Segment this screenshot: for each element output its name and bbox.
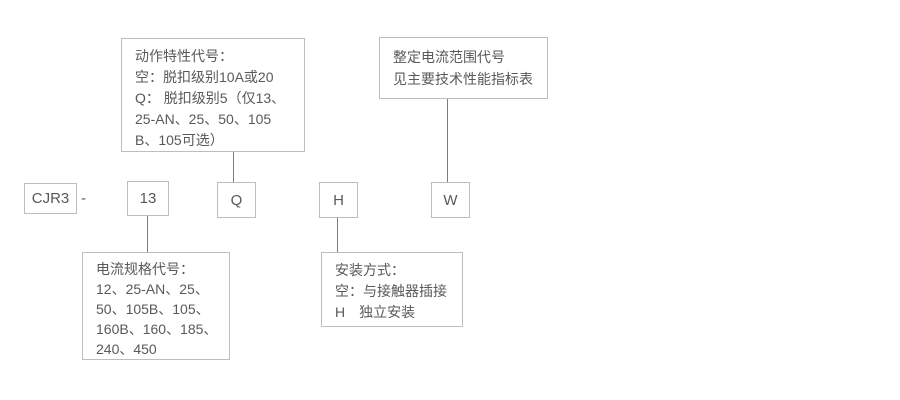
model-prefix-box: CJR3 — [24, 183, 77, 214]
action-characteristic-code-box: Q — [217, 182, 256, 218]
mounting-code-box: H — [319, 182, 358, 218]
callout-action-characteristic: 动作特性代号： 空：脱扣级别10A或20 Q： 脱扣级别5（仅13、 25-AN… — [121, 38, 305, 152]
callout-current-spec: 电流规格代号： 12、25-AN、25、 50、105B、105、 160B、1… — [82, 252, 230, 360]
connector-action-to-q — [233, 152, 234, 182]
connector-h-to-mount — [337, 218, 338, 252]
current-spec-code-box: 13 — [127, 181, 169, 216]
connector-13-to-spec — [147, 216, 148, 252]
connector-range-to-w — [447, 99, 448, 182]
current-range-code-box: W — [431, 182, 470, 218]
callout-mounting-method: 安装方式： 空：与接触器插接 H 独立安装 — [321, 252, 463, 327]
callout-current-range-note: 整定电流范围代号 见主要技术性能指标表 — [379, 37, 548, 99]
separator-dash: - — [81, 190, 86, 207]
